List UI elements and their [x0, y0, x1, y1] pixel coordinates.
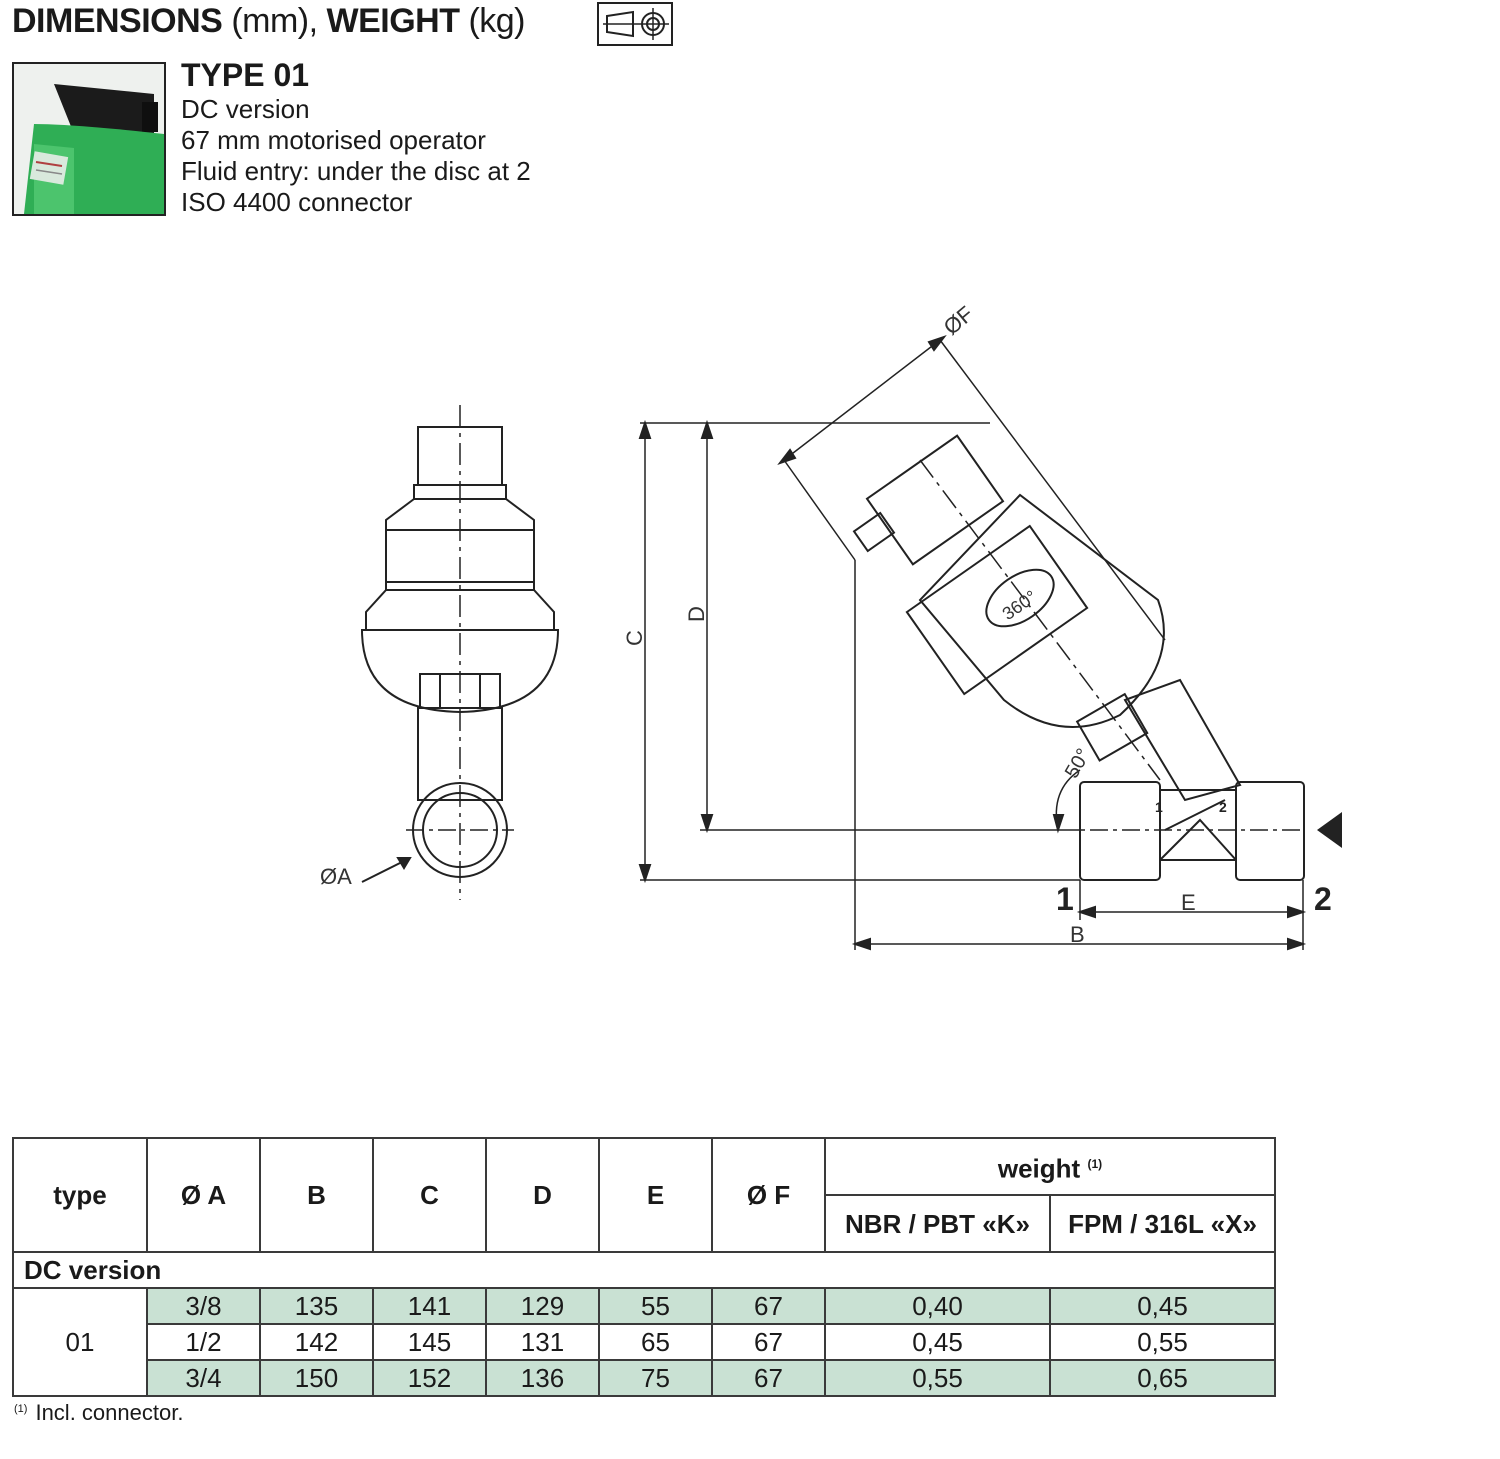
footnote: (1) Incl. connector.	[14, 1400, 183, 1426]
spec-line-connector: ISO 4400 connector	[181, 187, 413, 217]
dim-D-label: D	[684, 606, 709, 622]
angle-label: 50°	[1061, 745, 1095, 782]
cell-B: 142	[259, 1323, 374, 1361]
col-B: B	[259, 1137, 374, 1253]
dimensions-unit: (mm),	[231, 2, 318, 40]
spec-line-operator: 67 mm motorised operator	[181, 125, 486, 155]
cell-weight-nbr: 0,55	[824, 1359, 1051, 1397]
cell-F: 67	[711, 1359, 826, 1397]
col-dia-F: Ø F	[711, 1137, 826, 1253]
cell-E: 55	[598, 1287, 713, 1325]
cell-B: 150	[259, 1359, 374, 1397]
dim-E-label: E	[1181, 890, 1196, 915]
type-description: TYPE 01 DC version 67 mm motorised opera…	[181, 56, 531, 218]
weight-unit: (kg)	[468, 2, 526, 40]
port-2-label: 2	[1314, 881, 1332, 917]
page-heading: DIMENSIONS (mm), WEIGHT (kg)	[12, 2, 526, 41]
cell-weight-fpm: 0,45	[1049, 1287, 1276, 1325]
cell-E: 75	[598, 1359, 713, 1397]
cell-A: 1/2	[146, 1323, 261, 1361]
dim-C-label: C	[622, 630, 647, 646]
cell-weight-fpm: 0,65	[1049, 1359, 1276, 1397]
table-row: 01 3/8 135 141 129 55 67 0,40 0,45	[12, 1287, 1276, 1397]
col-weight: weight (1)	[824, 1137, 1276, 1196]
col-type: type	[12, 1137, 148, 1253]
col-dia-A: Ø A	[146, 1137, 261, 1253]
cell-weight-fpm: 0,55	[1049, 1323, 1276, 1361]
col-D: D	[485, 1137, 600, 1253]
body-port-2-label: 2	[1219, 799, 1227, 815]
body-port-1-label: 1	[1155, 799, 1163, 815]
table-header-row: type Ø A B C D E Ø F weight (1)	[12, 1137, 1276, 1253]
cell-F: 67	[711, 1287, 826, 1325]
spec-line-version: DC version	[181, 94, 310, 124]
dimensions-table: type Ø A B C D E Ø F weight (1) NBR / PB…	[12, 1137, 1276, 1397]
dimensions-label: DIMENSIONS	[12, 2, 223, 40]
cell-C: 145	[372, 1323, 487, 1361]
spec-line-fluid-entry: Fluid entry: under the disc at 2	[181, 156, 531, 186]
projection-symbol-icon	[597, 2, 673, 46]
port-1-label: 1	[1056, 881, 1074, 917]
table-row: 3/4 150 152 136 75 67 0,55 0,65	[13, 1359, 1276, 1397]
weight-label: WEIGHT	[326, 2, 460, 40]
valve-photo-image	[14, 64, 164, 214]
cell-weight-nbr: 0,45	[824, 1323, 1051, 1361]
cell-weight-nbr: 0,40	[824, 1287, 1051, 1325]
table-section-row: DC version	[12, 1251, 1276, 1289]
cell-D: 129	[485, 1287, 600, 1325]
type-title: TYPE 01	[181, 57, 310, 93]
section-label: DC version	[12, 1251, 1276, 1289]
col-C: C	[372, 1137, 487, 1253]
dim-B-label: B	[1070, 922, 1085, 947]
type-value: 01	[12, 1287, 148, 1397]
product-photo	[12, 62, 166, 216]
table-row: 1/2 142 145 131 65 67 0,45 0,55	[13, 1323, 1276, 1361]
col-weight-nbr: NBR / PBT «K»	[824, 1194, 1051, 1253]
rotation-label: 360°	[999, 586, 1041, 624]
cell-A: 3/8	[146, 1287, 261, 1325]
col-weight-fpm: FPM / 316L «X»	[1049, 1194, 1276, 1253]
footnote-text: Incl. connector.	[35, 1400, 184, 1425]
front-view	[360, 405, 560, 900]
col-E: E	[598, 1137, 713, 1253]
cell-D: 131	[485, 1323, 600, 1361]
weight-header-label: weight	[997, 1153, 1081, 1184]
weight-footnote-mark: (1)	[1087, 1157, 1103, 1172]
table-subheader-row: NBR / PBT «K» FPM / 316L «X»	[13, 1194, 1276, 1253]
technical-drawing: ØA	[320, 301, 1342, 951]
cell-C: 152	[372, 1359, 487, 1397]
cell-F: 67	[711, 1323, 826, 1361]
cell-E: 65	[598, 1323, 713, 1361]
cell-A: 3/4	[146, 1359, 261, 1397]
cell-D: 136	[485, 1359, 600, 1397]
dim-A-label: ØA	[320, 864, 352, 889]
footnote-mark: (1)	[14, 1402, 28, 1415]
cell-B: 135	[259, 1287, 374, 1325]
side-view	[638, 335, 1342, 951]
dim-F-label: ØF	[939, 301, 978, 340]
cell-C: 141	[372, 1287, 487, 1325]
